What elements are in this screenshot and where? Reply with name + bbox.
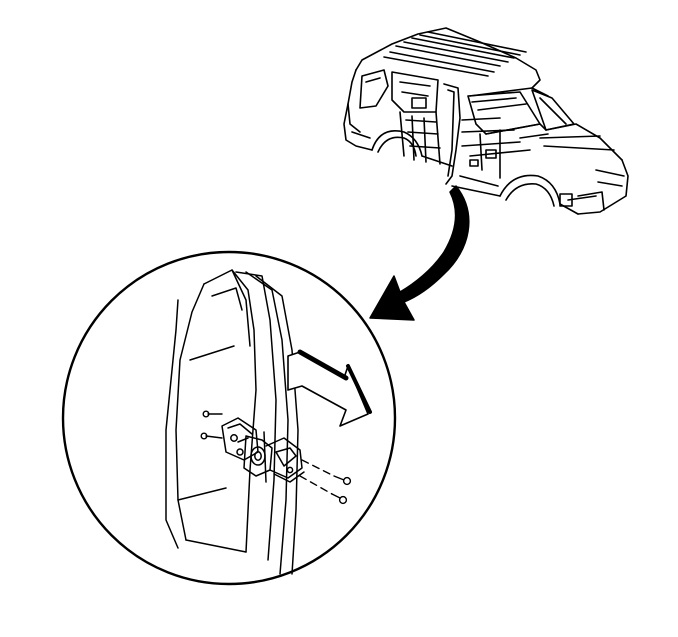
- circular-magnified-detail: [61, 250, 397, 586]
- door-pillar-icon: [165, 269, 299, 575]
- door-hinge-icon: [221, 417, 305, 483]
- installation-direction-arrow-icon: [287, 349, 372, 427]
- minivan-body-shell-icon: [343, 27, 629, 215]
- bolt-icon: [200, 410, 352, 505]
- curved-callout-arrow-icon: [369, 185, 470, 321]
